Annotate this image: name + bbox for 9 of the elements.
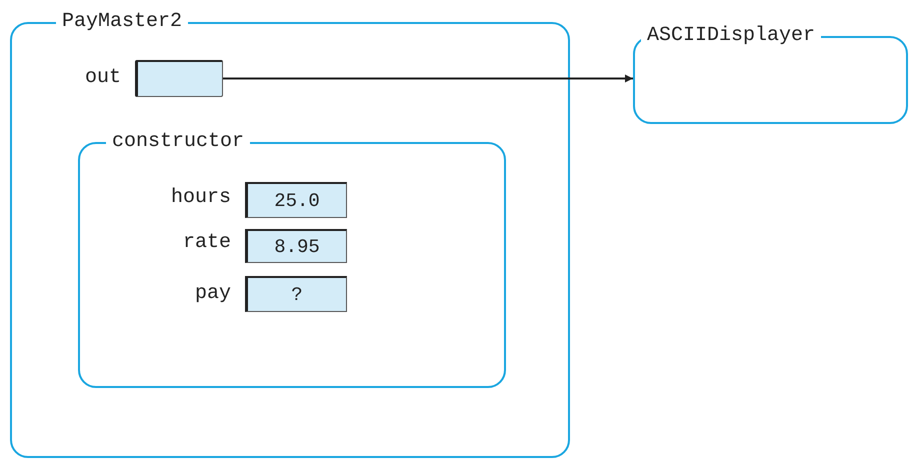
- value-box: [135, 60, 223, 97]
- arrow: [223, 74, 633, 82]
- variable-name: out: [84, 66, 121, 90]
- value-box: ?: [245, 276, 347, 312]
- variable-name: hours: [170, 186, 231, 210]
- value-box: 25.0: [245, 182, 347, 218]
- variable-name: pay: [194, 282, 231, 306]
- value-box: 8.95: [245, 229, 347, 263]
- variable-name: rate: [182, 231, 231, 255]
